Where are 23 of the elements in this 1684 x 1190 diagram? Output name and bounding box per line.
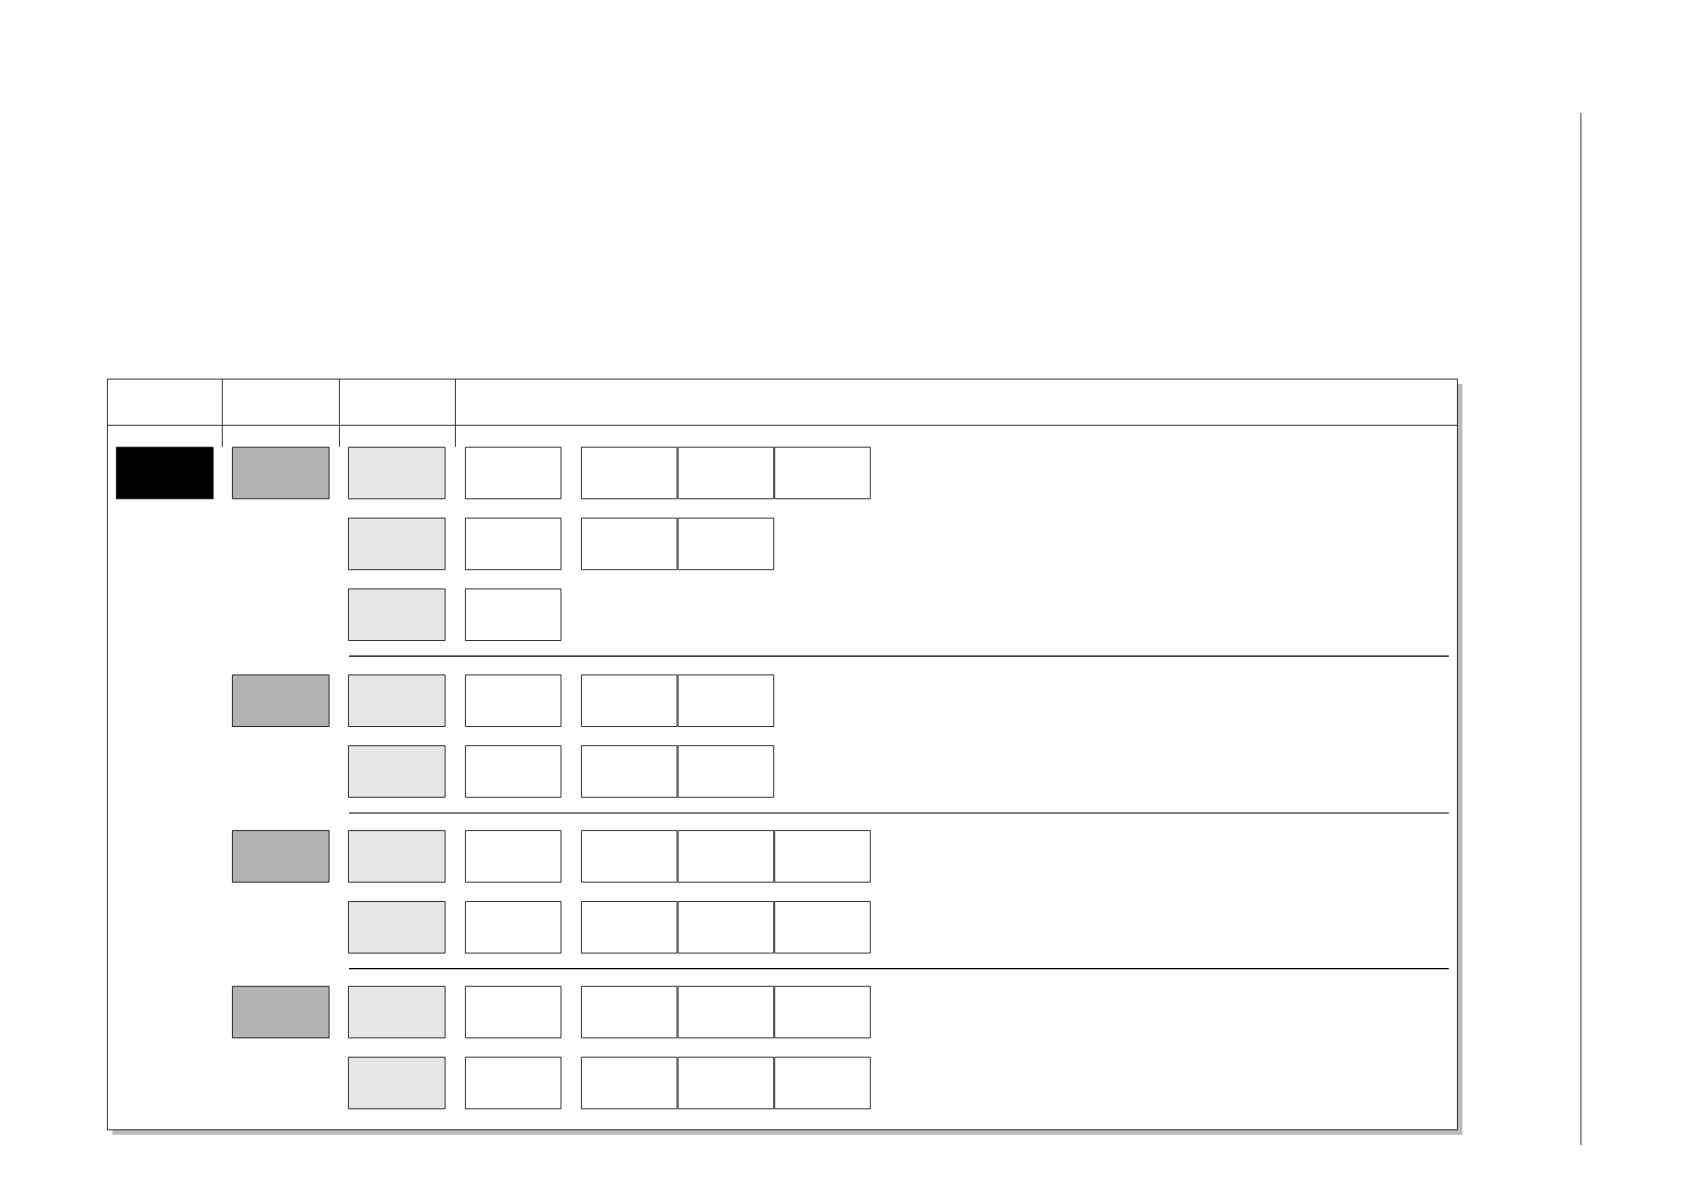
shaded-box <box>348 517 446 571</box>
empty-box <box>465 517 562 571</box>
shaded-box <box>232 446 330 500</box>
empty-box <box>465 446 562 500</box>
empty-box <box>465 830 562 883</box>
empty-box <box>465 674 562 727</box>
shaded-box <box>348 446 446 500</box>
empty-box <box>465 901 562 954</box>
filled-box <box>116 446 214 500</box>
empty-box <box>465 588 562 641</box>
shaded-box <box>232 830 330 883</box>
empty-box <box>465 745 562 798</box>
shaded-box <box>348 901 446 954</box>
shaded-box <box>348 745 446 798</box>
shaded-box <box>348 588 446 641</box>
empty-box <box>465 985 562 1039</box>
shaded-box <box>348 674 446 727</box>
empty-box <box>465 1056 562 1110</box>
shaded-box <box>232 985 330 1039</box>
shaded-box <box>232 674 330 727</box>
shaded-box <box>348 1056 446 1110</box>
shaded-box <box>348 830 446 883</box>
shaded-box <box>348 985 446 1039</box>
